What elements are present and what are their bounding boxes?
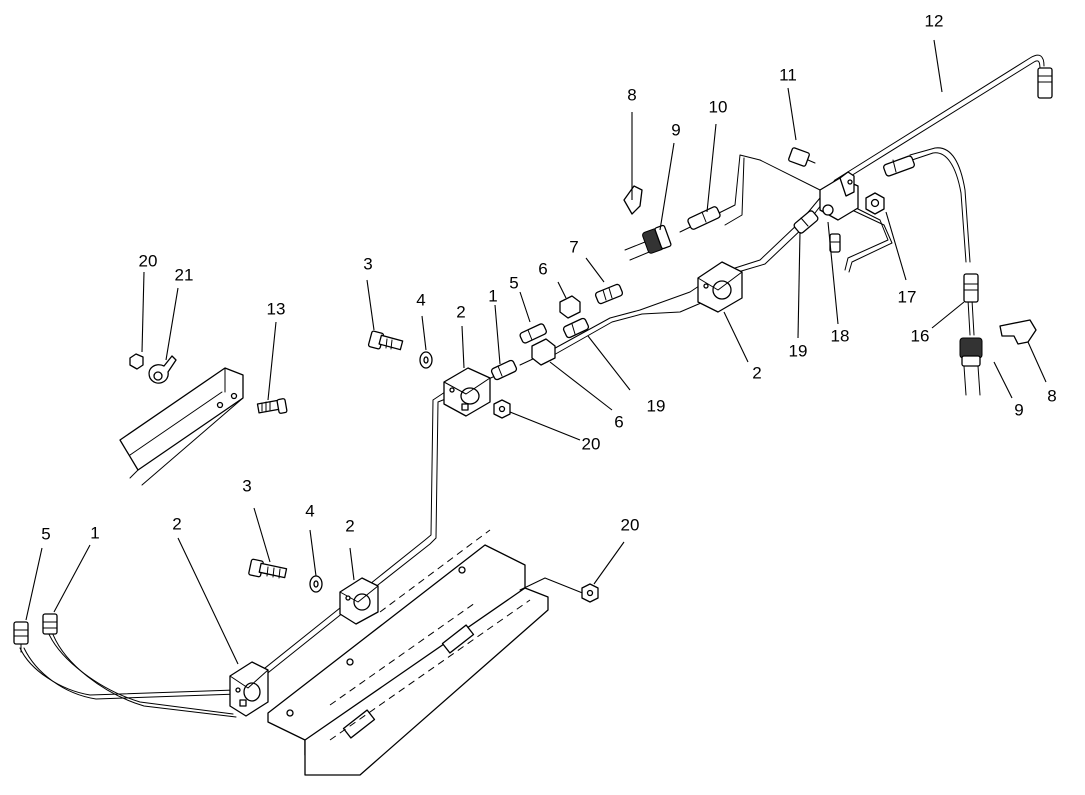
clamp-block-lower-mid bbox=[339, 577, 379, 625]
hose-9-upper bbox=[624, 224, 672, 261]
fitting-19-lower bbox=[562, 317, 590, 339]
nut-20-mid bbox=[493, 399, 511, 419]
callout-2: 2 bbox=[456, 302, 465, 321]
nut-17 bbox=[865, 192, 885, 215]
fitting-upper-right bbox=[883, 155, 915, 177]
leader-lines bbox=[25, 39, 1047, 665]
callout-2: 2 bbox=[172, 514, 181, 533]
clamp-block-right bbox=[697, 261, 743, 313]
fitting-6-lower bbox=[531, 338, 556, 366]
callout-7: 7 bbox=[569, 237, 578, 256]
clamp-block-lower-left bbox=[229, 661, 269, 717]
callout-1: 1 bbox=[488, 286, 497, 305]
callout-10: 10 bbox=[709, 97, 728, 116]
callout-19: 19 bbox=[647, 396, 666, 415]
clip-8-lower bbox=[999, 319, 1037, 345]
fitting-12-end bbox=[1037, 67, 1053, 99]
bolt-3-lower bbox=[248, 558, 288, 579]
hose-9-lower bbox=[959, 337, 983, 396]
fitting-19-upper bbox=[793, 210, 819, 234]
clip-8-upper bbox=[623, 185, 643, 215]
callout-1: 1 bbox=[90, 523, 99, 542]
bolt-3-upper bbox=[367, 330, 404, 351]
callout-6: 6 bbox=[538, 259, 547, 278]
callout-5: 5 bbox=[41, 524, 50, 543]
fitting-6-upper bbox=[559, 295, 581, 319]
callout-2: 2 bbox=[345, 516, 354, 535]
callout-17: 17 bbox=[898, 287, 917, 306]
callout-12: 12 bbox=[925, 11, 944, 30]
brake-line bbox=[19, 54, 1045, 718]
callout-3: 3 bbox=[242, 476, 251, 495]
callout-18: 18 bbox=[831, 326, 850, 345]
callout-13: 13 bbox=[267, 299, 286, 318]
callout-11: 11 bbox=[779, 65, 797, 84]
callout-20: 20 bbox=[621, 515, 640, 534]
callout-2: 2 bbox=[752, 363, 761, 382]
clamp-block-mid bbox=[443, 367, 491, 417]
fitting-10 bbox=[687, 206, 721, 230]
callout-8: 8 bbox=[627, 85, 636, 104]
callout-19: 19 bbox=[789, 341, 808, 360]
callout-labels: 12 11 8 9 10 7 6 5 1 4 3 2 20 21 13 2 19… bbox=[41, 11, 1056, 543]
callout-16: 16 bbox=[911, 326, 930, 345]
callout-9: 9 bbox=[1014, 400, 1023, 419]
tee-block-18 bbox=[819, 171, 859, 221]
callout-4: 4 bbox=[416, 290, 425, 309]
washer-4-upper bbox=[419, 351, 433, 369]
frame-rail bbox=[119, 367, 244, 486]
callout-5: 5 bbox=[509, 273, 518, 292]
callout-9: 9 bbox=[671, 120, 680, 139]
fitting-1-mid bbox=[490, 359, 518, 381]
fitting-1-left bbox=[42, 613, 58, 635]
washer-4-lower bbox=[309, 575, 323, 593]
fitting-18-down bbox=[829, 233, 841, 253]
callout-3: 3 bbox=[363, 254, 372, 273]
callout-20: 20 bbox=[139, 251, 158, 270]
fitting-16 bbox=[963, 273, 979, 303]
fitting-7 bbox=[594, 283, 624, 305]
callout-6: 6 bbox=[614, 412, 623, 431]
fitting-5-mid bbox=[519, 323, 547, 344]
nut-20-lower bbox=[581, 583, 599, 603]
bolt-11 bbox=[788, 147, 816, 167]
fitting-5-left bbox=[13, 621, 29, 653]
callout-20: 20 bbox=[582, 434, 601, 453]
nut-20-clip bbox=[129, 353, 144, 370]
callout-8: 8 bbox=[1047, 386, 1056, 405]
bolt-13 bbox=[256, 398, 288, 414]
callout-4: 4 bbox=[305, 501, 314, 520]
callout-21: 21 bbox=[175, 265, 194, 284]
clamp-21 bbox=[148, 355, 177, 384]
lower-bracket bbox=[267, 529, 586, 776]
